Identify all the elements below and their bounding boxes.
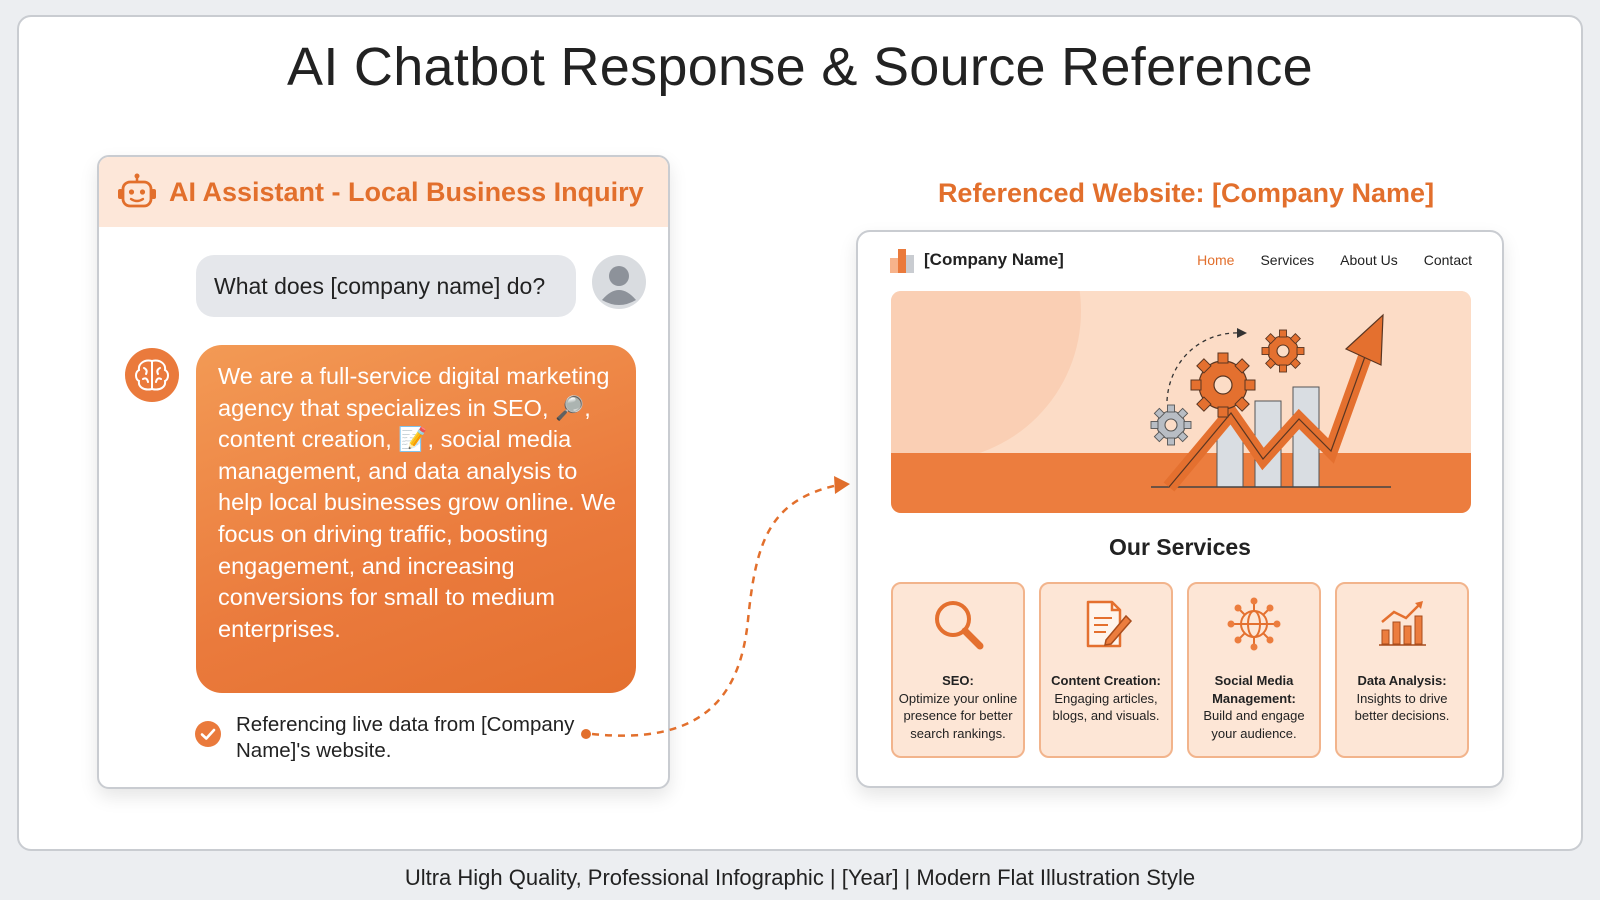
nav-home[interactable]: Home: [1197, 252, 1235, 268]
service-description: Insights to drive better decisions.: [1354, 690, 1450, 724]
service-card-seo[interactable]: SEO: Optimize your online presence for b…: [891, 582, 1025, 758]
service-description: Optimize your online presence for better…: [898, 690, 1018, 741]
bar-chart-icon: [1379, 601, 1426, 646]
chat-header-title: AI Assistant - Local Business Inquiry: [169, 176, 644, 207]
website-hero-banner: [891, 291, 1471, 513]
check-circle-icon: [195, 721, 221, 747]
service-description: Engaging articles, blogs, and visuals.: [1052, 690, 1160, 724]
service-card-social-media[interactable]: Social Media Management: Build and engag…: [1187, 582, 1321, 758]
website-caption: Referenced Website: [Company Name]: [937, 178, 1435, 208]
service-title: SEO:: [942, 673, 974, 688]
chat-header: AI Assistant - Local Business Inquiry: [99, 157, 668, 227]
service-card-content-creation[interactable]: Content Creation: Engaging articles, blo…: [1039, 582, 1173, 758]
main-title: AI Chatbot Response & Source Reference: [287, 37, 1313, 97]
services-title: Our Services: [1109, 534, 1251, 560]
user-message-bubble: What does [company name] do?: [196, 255, 576, 317]
website-company-name: [Company Name]: [924, 250, 1064, 269]
company-logo-icon: [890, 249, 914, 273]
chat-panel: AI Assistant - Local Business Inquiry Wh…: [97, 155, 670, 789]
service-card-data-analysis[interactable]: Data Analysis: Insights to drive better …: [1335, 582, 1469, 758]
service-title: Social Media Management:: [1212, 673, 1296, 706]
service-description: Build and engage your audience.: [1203, 708, 1305, 741]
bot-response-bubble: We are a full-service digital marketing …: [196, 345, 636, 693]
website-preview: [Company Name] Home Services About Us Co…: [856, 230, 1504, 788]
nav-contact[interactable]: Contact: [1423, 252, 1472, 268]
network-globe-icon: [1227, 597, 1281, 651]
brain-avatar-icon: [125, 348, 179, 402]
user-avatar-icon: [592, 255, 646, 309]
reference-note-text: Referencing live data from [Company Name…: [236, 713, 575, 762]
robot-icon: [118, 173, 156, 208]
nav-about-us[interactable]: About Us: [1340, 252, 1398, 268]
footer-caption: Ultra High Quality, Professional Infogra…: [404, 865, 1196, 890]
reference-note: Referencing live data from [Company Name…: [194, 712, 594, 764]
nav-services[interactable]: Services: [1260, 252, 1315, 268]
service-title: Content Creation:: [1051, 673, 1161, 688]
magnifier-icon: [935, 601, 984, 650]
service-title: Data Analysis:: [1357, 673, 1447, 688]
website-nav: Home Services About Us Contact: [1197, 252, 1472, 268]
document-pencil-icon: [1086, 600, 1133, 648]
growth-gears-illustration-icon: [891, 291, 1471, 513]
